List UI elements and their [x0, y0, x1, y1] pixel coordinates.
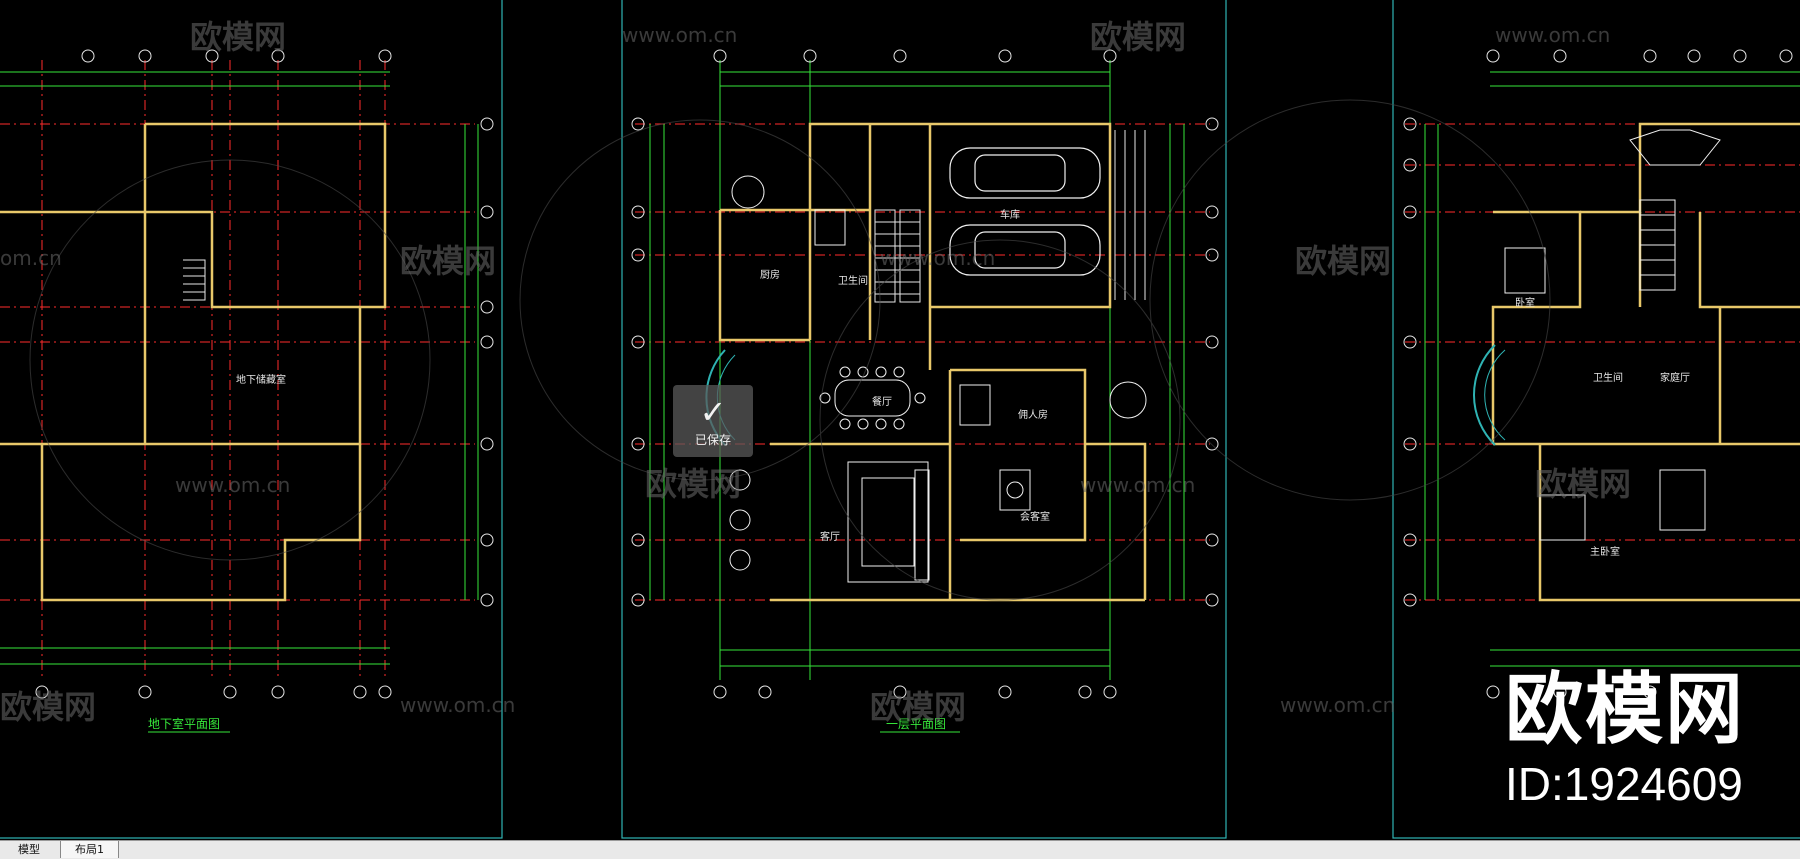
tab-model[interactable]: 模型 [4, 841, 54, 858]
car-icon [949, 147, 1101, 276]
room-garage-label: 车库 [1000, 208, 1020, 221]
sofa-icon [847, 461, 930, 583]
watermark-brand-1: 欧模网 [190, 18, 286, 56]
tab-layout1[interactable]: 布局1 [60, 841, 119, 858]
room-kitchen-label: 厨房 [760, 268, 780, 281]
layout-tab-bar: 模型 布局1 [0, 840, 1800, 859]
watermark-brand-7: 欧模网 [0, 688, 96, 726]
watermark-brand-5: 欧模网 [645, 465, 741, 503]
watermark-brand-2: 欧模网 [1090, 18, 1186, 56]
watermark-url-6: www.om.cn [1080, 473, 1195, 497]
watermark-url-8: www.om.cn [1280, 693, 1395, 717]
room-servant-label: 佣人房 [1018, 408, 1048, 421]
watermark-brand-8: 欧模网 [870, 688, 966, 726]
room-master-bedroom-label: 主卧室 [1590, 545, 1620, 558]
watermark-url-4: www.om.cn [880, 246, 995, 270]
watermark-url-2: www.om.cn [1495, 23, 1610, 47]
room-bedroom-label: 卧室 [1515, 296, 1535, 309]
second-floor-plan: 卧室 主卧室 卫生间 家庭厅 [1403, 49, 1800, 699]
basement-plan-title: 地下室平面图 [148, 716, 220, 731]
watermark-brand-4: 欧模网 [1295, 242, 1391, 280]
watermark-layer: 欧模网 欧模网 欧模网 欧模网 欧模网 欧模网 欧模网 欧模网 www.om.c… [0, 18, 1631, 726]
brand-logo-block: 欧模网 ID:1924609 [1505, 668, 1745, 810]
room-reception-label: 会客室 [1020, 510, 1050, 523]
watermark-url-7: www.om.cn [400, 693, 515, 717]
first-floor-plan-title: 一层平面图 [886, 717, 946, 731]
basement-plan: 地下储藏室 地下室平面图 [0, 49, 494, 733]
basement-room-label: 地下储藏室 [236, 373, 286, 386]
brand-logo: 欧模网 [1505, 665, 1746, 755]
plant-icon [729, 175, 1147, 571]
room-bath-label: 卫生间 [838, 274, 868, 287]
model-id: ID:1924609 [1505, 758, 1743, 810]
sheet-frames [0, 0, 1800, 839]
room-family-label: 家庭厅 [1660, 371, 1690, 384]
room-bath2-label: 卫生间 [1593, 371, 1623, 384]
room-living-label: 客厅 [820, 530, 840, 543]
watermark-url-5: www.om.cn [175, 473, 290, 497]
dining-table-icon [819, 366, 926, 430]
saved-toast-label: 已保存 [694, 432, 731, 447]
watermark-url-3: om.cn [0, 246, 62, 270]
first-floor-plan: 车库 厨房 餐厅 客厅 佣人房 会客室 卫生间 一层平面图 [631, 49, 1219, 733]
watermark-brand-3: 欧模网 [400, 242, 496, 280]
check-icon: ✓ [699, 392, 727, 431]
room-dining-label: 餐厅 [872, 395, 892, 408]
watermark-brand-6: 欧模网 [1535, 465, 1631, 503]
saved-toast: ✓ 已保存 [673, 385, 753, 457]
cad-drawing-canvas[interactable]: 地下储藏室 地下室平面图 [0, 0, 1800, 840]
watermark-url-1: www.om.cn [622, 23, 737, 47]
